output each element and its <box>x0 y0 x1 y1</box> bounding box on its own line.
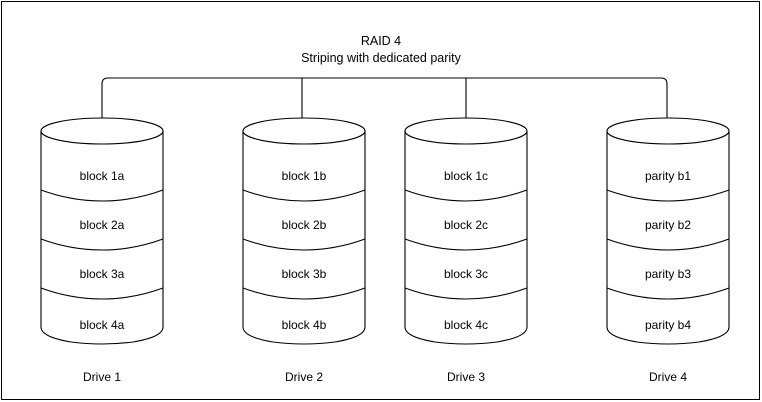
drive-2-divider-1 <box>242 189 366 202</box>
drive-2-block-1: block 1b <box>282 169 327 183</box>
controller-bus <box>101 77 668 130</box>
drive-2-body <box>242 130 366 345</box>
drive-2-label: Drive 2 <box>285 370 323 384</box>
drive-4-cylinder[interactable]: parity b1 parity b2 parity b3 parity b4 <box>606 117 730 345</box>
drive-2-block-3: block 3b <box>282 267 327 281</box>
drive-3-block-3: block 3c <box>444 267 488 281</box>
drive-1-body <box>40 130 164 345</box>
drive-4-divider-3 <box>606 287 730 300</box>
drive-1-cylinder[interactable]: block 1a block 2a block 3a block 4a <box>40 117 164 345</box>
drive-3-divider-3 <box>404 287 528 300</box>
drive-4-block-3: parity b3 <box>645 267 691 281</box>
drive-2-divider-3 <box>242 287 366 300</box>
drive-2-cylinder[interactable]: block 1b block 2b block 3b block 4b <box>242 117 366 345</box>
drive-4-divider-1 <box>606 189 730 202</box>
drive-1-top-ellipse <box>40 117 164 145</box>
drive-3-body <box>404 130 528 345</box>
drive-4-body <box>606 130 730 345</box>
drive-4-block-1: parity b1 <box>645 169 691 183</box>
drive-4-label: Drive 4 <box>649 370 687 384</box>
drive-1-divider-2 <box>40 238 164 251</box>
drive-1-label: Drive 1 <box>83 370 121 384</box>
drive-1-block-1: block 1a <box>80 169 125 183</box>
drive-3-divider-1 <box>404 189 528 202</box>
drive-1-divider-1 <box>40 189 164 202</box>
drive-2-top-ellipse <box>242 117 366 145</box>
diagram-title-line2: Striping with dedicated parity <box>301 51 462 65</box>
drive-4-block-2: parity b2 <box>645 218 691 232</box>
drive-3-top-ellipse <box>404 117 528 145</box>
drive-4-top-ellipse <box>606 117 730 145</box>
drive-2-divider-2 <box>242 238 366 251</box>
drive-1-block-4: block 4a <box>80 318 125 332</box>
drive-1-block-2: block 2a <box>80 218 125 232</box>
drive-3-block-2: block 2c <box>444 218 488 232</box>
drive-4-block-4: parity b4 <box>645 318 691 332</box>
drive-3-divider-2 <box>404 238 528 251</box>
diagram-title-line1: RAID 4 <box>361 34 401 48</box>
drive-3-label: Drive 3 <box>447 370 485 384</box>
drive-1-block-3: block 3a <box>80 267 125 281</box>
drive-2-block-2: block 2b <box>282 218 327 232</box>
drive-3-block-1: block 1c <box>444 169 488 183</box>
bus-main-line <box>101 77 668 130</box>
drive-1-divider-3 <box>40 287 164 300</box>
drive-2-block-4: block 4b <box>282 318 327 332</box>
drive-4-divider-2 <box>606 238 730 251</box>
drive-3-cylinder[interactable]: block 1c block 2c block 3c block 4c <box>404 117 528 345</box>
drive-3-block-4: block 4c <box>444 318 488 332</box>
